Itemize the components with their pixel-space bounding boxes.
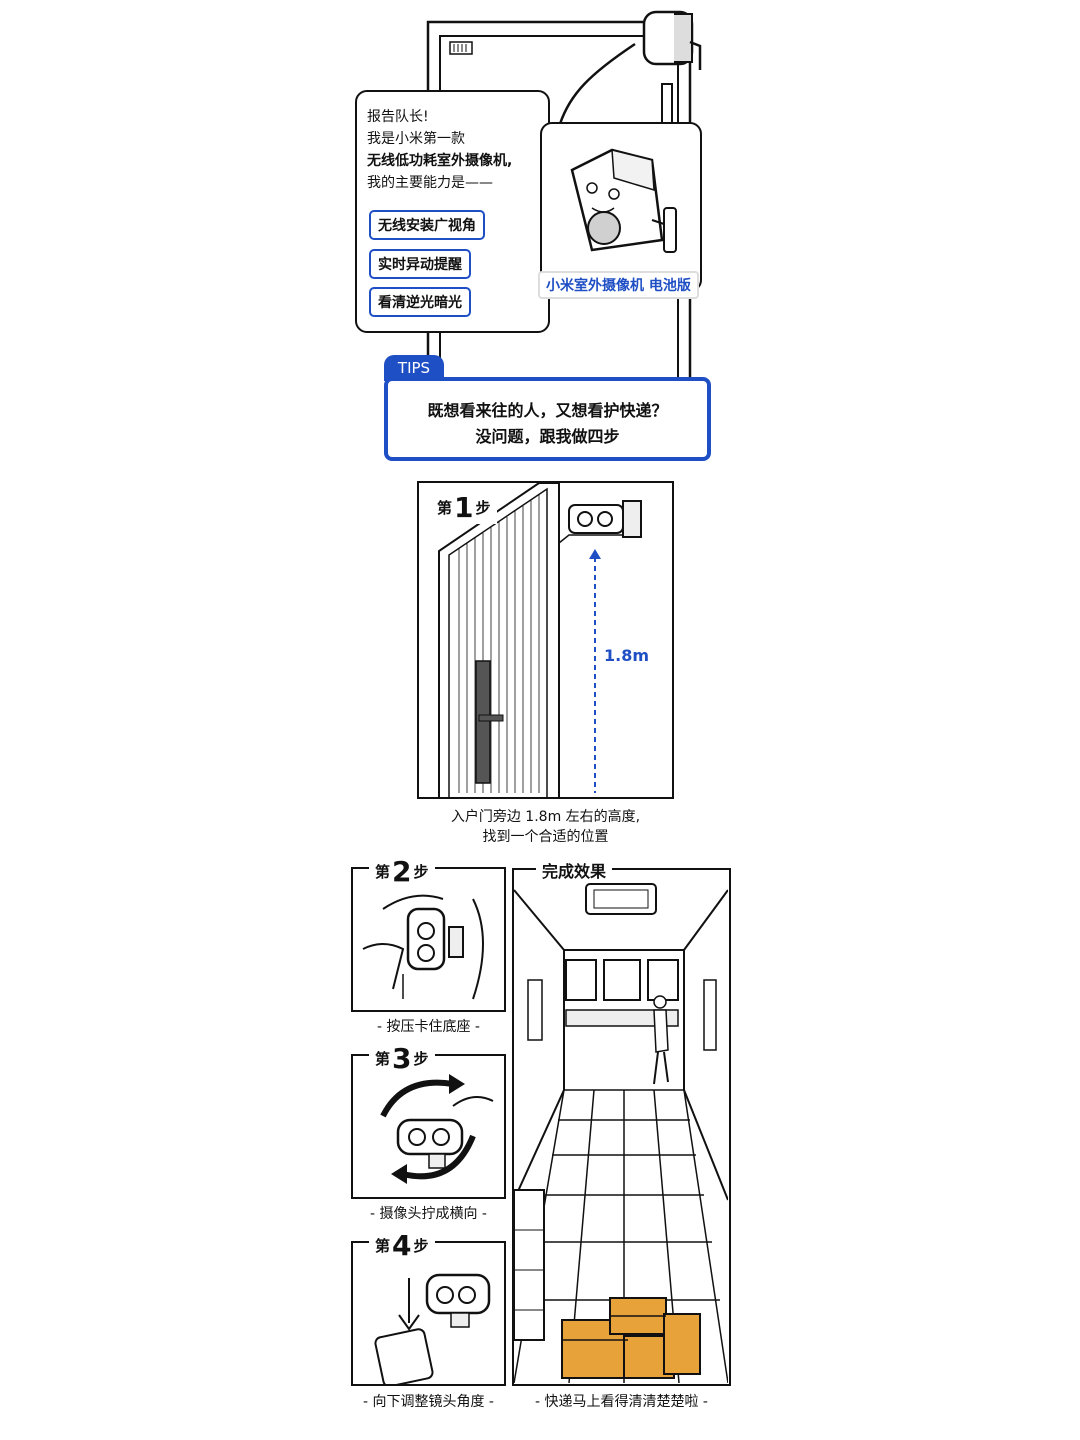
adjust-angle-illustration [374, 1273, 491, 1384]
step1-caption-line-2: 找到一个合适的位置 [482, 829, 609, 845]
door-illustration [438, 483, 642, 797]
feature-badge-1: 无线安装广视角 [369, 210, 485, 240]
step4-suffix: 步 [413, 1237, 429, 1255]
feature-badge-3: 看清逆光暗光 [369, 287, 471, 317]
step2-number: 2 [392, 855, 412, 888]
intro-line-1: 报告队长! [367, 109, 429, 125]
feature-badge-2: 实时异动提醒 [369, 249, 471, 279]
step1-suffix: 步 [475, 499, 491, 517]
step4-number: 4 [392, 1229, 412, 1262]
height-arrow [589, 549, 601, 793]
intro-line-4: 我的主要能力是—— [367, 175, 493, 191]
step1-caption-line-1: 入户门旁边 1.8m 左右的高度, [450, 809, 641, 825]
step4-prefix: 第 [375, 1237, 391, 1255]
wall-camera-icon [642, 10, 702, 70]
step3-caption: - 摄像头拧成横向 - [369, 1206, 487, 1222]
step2-suffix: 步 [413, 863, 429, 881]
camera-character-icon [570, 148, 677, 253]
product-name-label: 小米室外摄像机 电池版 [538, 271, 699, 299]
result-caption: - 快递马上看得清清楚楚啦 - [534, 1394, 708, 1410]
press-mount-illustration [362, 894, 484, 1000]
step2-prefix: 第 [375, 863, 391, 881]
step1-number: 1 [454, 491, 474, 524]
step3-number: 3 [392, 1042, 412, 1075]
step2-caption: - 按压卡住底座 - [376, 1019, 480, 1035]
result-title: 完成效果 [536, 858, 613, 882]
intro-line-2: 我是小米第一款 [367, 131, 465, 147]
result-panel: 完成效果 [512, 858, 731, 1386]
height-label: 1.8m [604, 646, 650, 665]
step3-suffix: 步 [413, 1050, 429, 1068]
step1-prefix: 第 [437, 499, 453, 517]
rotate-camera-illustration [380, 1074, 494, 1184]
camera-character-bubble: 小米室外摄像机 电池版 [538, 122, 702, 299]
step4-caption: - 向下调整镜头角度 - [362, 1394, 494, 1410]
step3-prefix: 第 [375, 1050, 391, 1068]
tips-line-2: 没问题，跟我做四步 [475, 427, 620, 446]
intro-speech-bubble: 报告队长! 我是小米第一款 无线低功耗室外摄像机, 我的主要能力是—— 无线安装… [355, 90, 550, 333]
tips-tag: TIPS [384, 355, 444, 381]
intro-line-3: 无线低功耗室外摄像机, [367, 153, 513, 169]
tips-box: 既想看来往的人，又想看护快递？ 没问题，跟我做四步 [384, 377, 711, 461]
tips-line-1: 既想看来往的人，又想看护快递？ [427, 401, 668, 420]
hallway-illustration [514, 883, 728, 1383]
